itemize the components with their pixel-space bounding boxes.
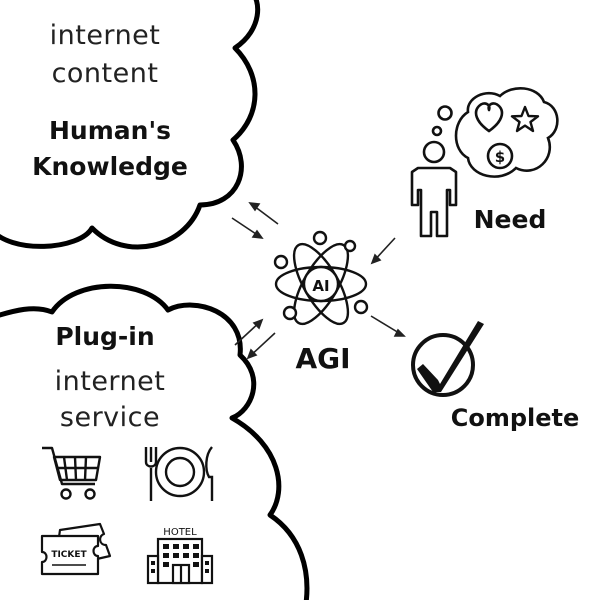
knowledge-arrows (231, 202, 279, 239)
need-label: Need (473, 205, 547, 234)
atom-ai-text: AI (312, 277, 329, 295)
plate-fork-knife-icon (144, 446, 214, 501)
knowledge-title-line-1: Human's (49, 116, 171, 145)
complete-label: Complete (450, 404, 580, 432)
complete-arrow (370, 315, 406, 337)
plugin-line-1: internet (54, 366, 166, 397)
hotel-text: HOTEL (163, 527, 197, 538)
hotel-icon: HOTEL (146, 527, 214, 585)
checkmark-icon (411, 321, 484, 397)
person-icon (410, 140, 458, 238)
knowledge-line-1: internet (49, 20, 161, 51)
need-arrow (370, 237, 396, 265)
star-icon (510, 105, 540, 133)
atom-ai-icon: AI (273, 230, 369, 326)
knowledge-title-line-2: Knowledge (32, 152, 188, 181)
dollar-icon: $ (486, 142, 514, 170)
plugin-title: Plug-in (55, 322, 155, 351)
plugin-arrows (234, 318, 276, 360)
heart-icon (474, 102, 504, 133)
ticket-text: TICKET (51, 550, 87, 560)
ticket-icon: TICKET (40, 522, 112, 576)
svg-text:$: $ (495, 148, 505, 166)
knowledge-cloud (0, 0, 261, 250)
plugin-cloud (0, 283, 310, 600)
plugin-line-2: service (59, 402, 161, 433)
agi-label: AGI (295, 342, 351, 375)
thought-bubble (431, 87, 559, 178)
knowledge-line-2: content (51, 58, 159, 89)
shopping-cart-icon (42, 446, 102, 500)
